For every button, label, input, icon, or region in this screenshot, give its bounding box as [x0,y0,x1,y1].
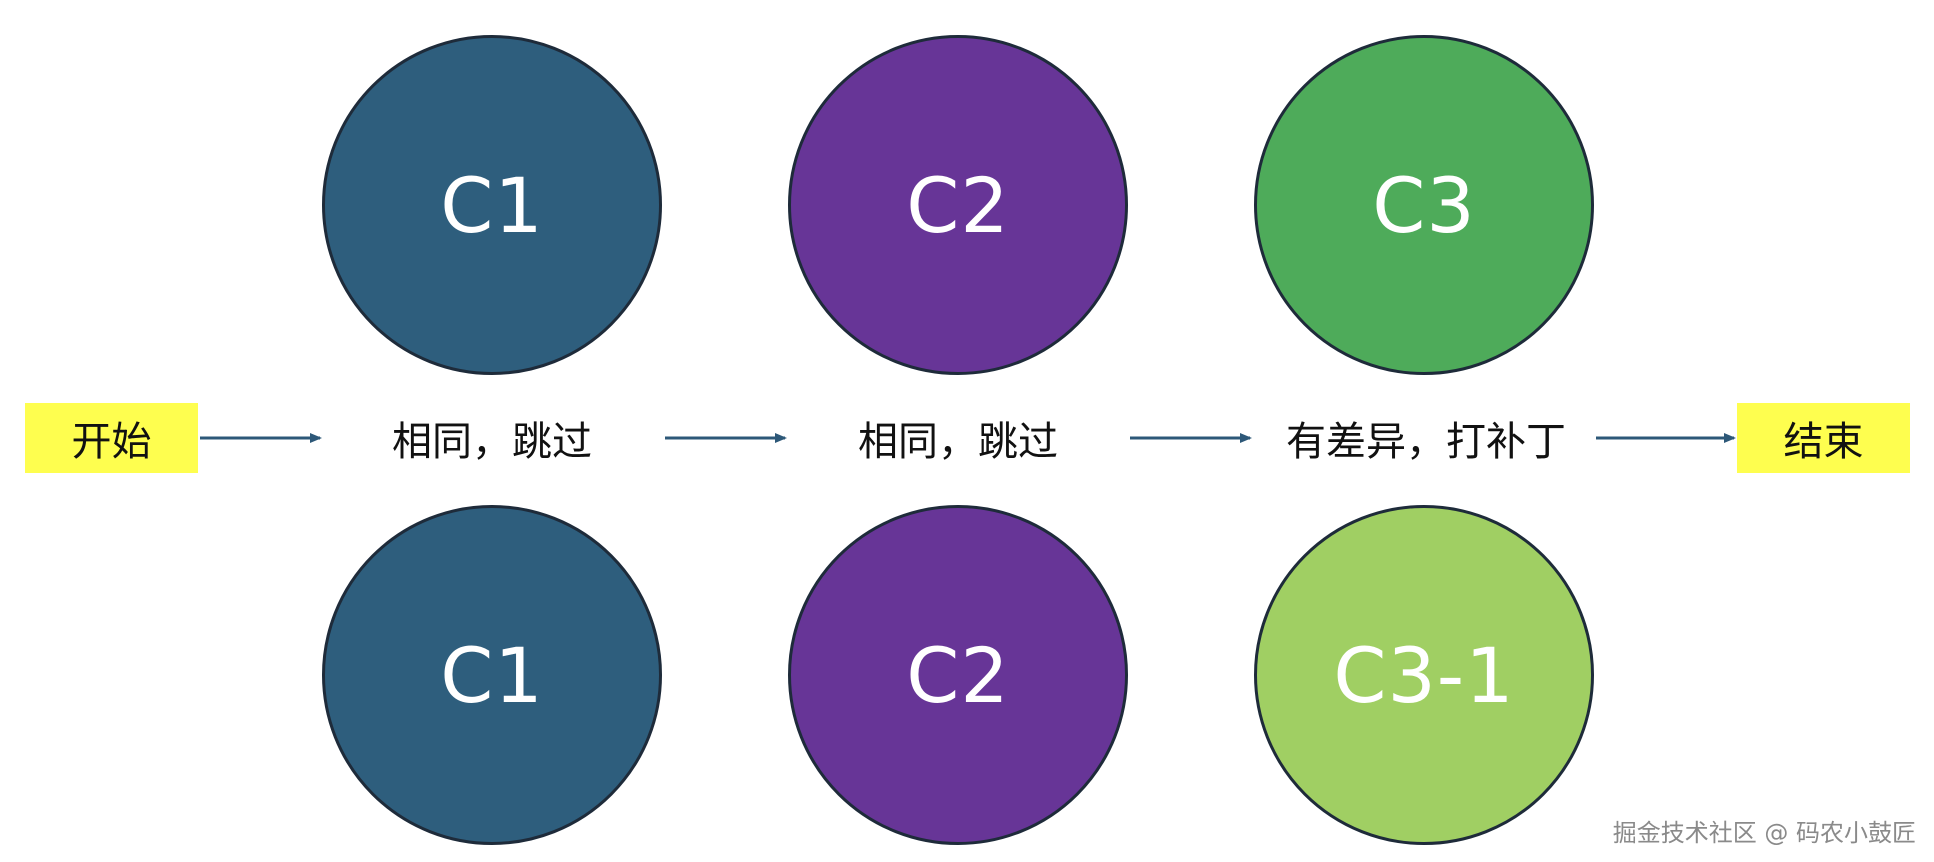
step-label-2: 相同，跳过 [858,419,1058,465]
step-label-3: 有差异，打补丁 [1286,419,1566,465]
bottom-node-c1: C1 [322,505,662,845]
bottom-node-c2: C2 [788,505,1128,845]
top-node-c2: C2 [788,35,1128,375]
watermark-text: 掘金技术社区 @ 码农小鼓匠 [1612,819,1916,847]
top-node-c1: C1 [322,35,662,375]
bottom-node-c3-1: C3-1 [1254,505,1594,845]
start-node: 开始 [25,403,198,473]
top-node-c3: C3 [1254,35,1594,375]
end-node: 结束 [1737,403,1910,473]
step-label-1: 相同，跳过 [392,419,592,465]
watermark: 掘金技术社区 @ 码农小鼓匠 [1613,813,1916,848]
